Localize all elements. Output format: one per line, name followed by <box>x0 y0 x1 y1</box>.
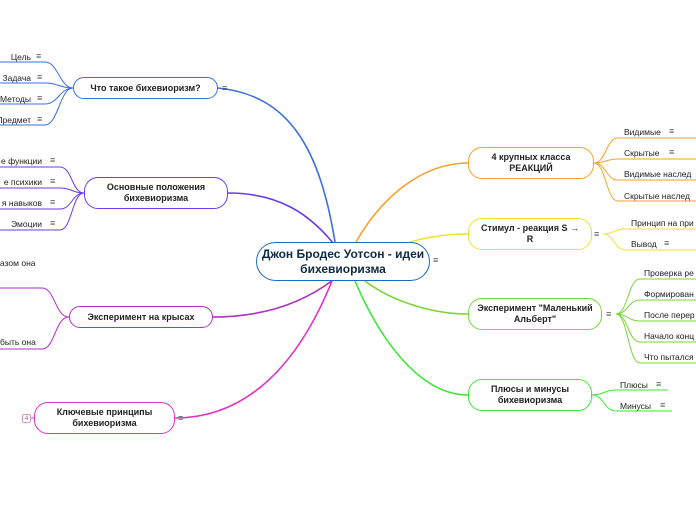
subtopic-visible[interactable]: Видимые <box>624 127 661 137</box>
hamburger-menu-icon[interactable]: ≡ <box>36 51 42 61</box>
topic-pros-cons[interactable]: Плюсы и минусы бихевиоризма <box>468 379 592 411</box>
hamburger-menu-icon[interactable]: ≡ <box>669 147 675 157</box>
subtopic-emotions[interactable]: Эмоции <box>11 219 42 229</box>
hamburger-menu-icon[interactable]: ≡ <box>178 413 184 423</box>
subtopic-cons[interactable]: Минусы <box>620 401 652 411</box>
subtopic-subject[interactable]: Предмет <box>0 115 31 125</box>
subtopic-hidden[interactable]: Скрытые <box>624 148 660 158</box>
subtopic-skills[interactable]: я навыков <box>1 198 42 208</box>
topic-main-positions[interactable]: Основные положения бихевиоризма <box>84 177 228 209</box>
topic-label: Стимул - реакция S → R <box>481 223 579 244</box>
subtopic-task[interactable]: Задача <box>2 73 31 83</box>
collapsed-count-badge[interactable]: 4 <box>22 414 31 423</box>
hamburger-menu-icon[interactable]: ≡ <box>50 197 56 207</box>
hamburger-menu-icon[interactable]: ≡ <box>50 218 56 228</box>
hamburger-menu-icon[interactable]: ≡ <box>37 93 43 103</box>
subtopic-goal[interactable]: Цель <box>10 52 31 62</box>
subtopic-methods[interactable]: Методы <box>0 94 31 104</box>
hamburger-menu-icon[interactable]: ≡ <box>594 229 600 239</box>
hamburger-menu-icon[interactable]: ≡ <box>37 114 43 124</box>
subtopic-conclusion[interactable]: Вывод <box>631 239 657 249</box>
subtopic-rats-1[interactable]: азом она <box>0 258 36 268</box>
hamburger-menu-icon[interactable]: ≡ <box>660 400 666 410</box>
central-topic-label: Джон Бродес Уотсон - идеи бихевиоризма <box>261 246 425 276</box>
subtopic-principle[interactable]: Принцип на при <box>631 218 694 228</box>
topic-key-principles[interactable]: Ключевые принципы бихевиоризма <box>34 402 175 434</box>
topic-label: Эксперимент "Маленький Альберт" <box>477 303 593 324</box>
topic-label: 4 крупных класса РЕАКЦИЙ <box>491 152 571 173</box>
subtopic-formation[interactable]: Формирован <box>644 289 694 299</box>
subtopic-rats-2[interactable]: быть она <box>0 337 36 347</box>
subtopic-psyche[interactable]: е психики <box>3 177 42 187</box>
central-topic[interactable]: Джон Бродес Уотсон - идеи бихевиоризма <box>256 242 430 281</box>
topic-label: Основные положения бихевиоризма <box>106 182 206 203</box>
subtopic-functions[interactable]: е функции <box>0 156 42 166</box>
topic-stimulus-reaction[interactable]: Стимул - реакция S → R <box>468 218 592 250</box>
subtopic-start[interactable]: Начало конц <box>644 331 695 341</box>
topic-label: Ключевые принципы бихевиоризма <box>56 407 153 428</box>
hamburger-menu-icon[interactable]: ≡ <box>656 379 662 389</box>
hamburger-menu-icon[interactable]: ≡ <box>222 83 228 93</box>
hamburger-menu-icon[interactable]: ≡ <box>50 155 56 165</box>
subtopic-check[interactable]: Проверка ре <box>644 268 694 278</box>
subtopic-pros[interactable]: Плюсы <box>620 380 648 390</box>
topic-label: Что такое бихевиоризм? <box>90 82 201 93</box>
hamburger-menu-icon[interactable]: ≡ <box>669 126 675 136</box>
topic-label: Эксперимент на крысах <box>87 311 195 322</box>
subtopic-hidden-inherited[interactable]: Скрытые наслед <box>624 191 690 201</box>
topic-label: Плюсы и минусы бихевиоризма <box>490 384 570 405</box>
topic-little-albert[interactable]: Эксперимент "Маленький Альберт" <box>468 298 602 330</box>
hamburger-menu-icon[interactable]: ≡ <box>664 238 670 248</box>
hamburger-menu-icon[interactable]: ≡ <box>606 309 612 319</box>
hamburger-menu-icon[interactable]: ≡ <box>37 72 43 82</box>
topic-what-is-behaviorism[interactable]: Что такое бихевиоризм? <box>73 77 218 99</box>
topic-reaction-classes[interactable]: 4 крупных класса РЕАКЦИЙ <box>468 147 594 179</box>
hamburger-menu-icon[interactable]: ≡ <box>50 176 56 186</box>
subtopic-after[interactable]: После перер <box>644 310 695 320</box>
topic-rat-experiment[interactable]: Эксперимент на крысах <box>69 306 213 328</box>
subtopic-visible-inherited[interactable]: Видимые наслед <box>624 169 692 179</box>
hamburger-menu-icon[interactable]: ≡ <box>433 255 439 265</box>
subtopic-attempt[interactable]: Что пытался <box>644 352 694 362</box>
